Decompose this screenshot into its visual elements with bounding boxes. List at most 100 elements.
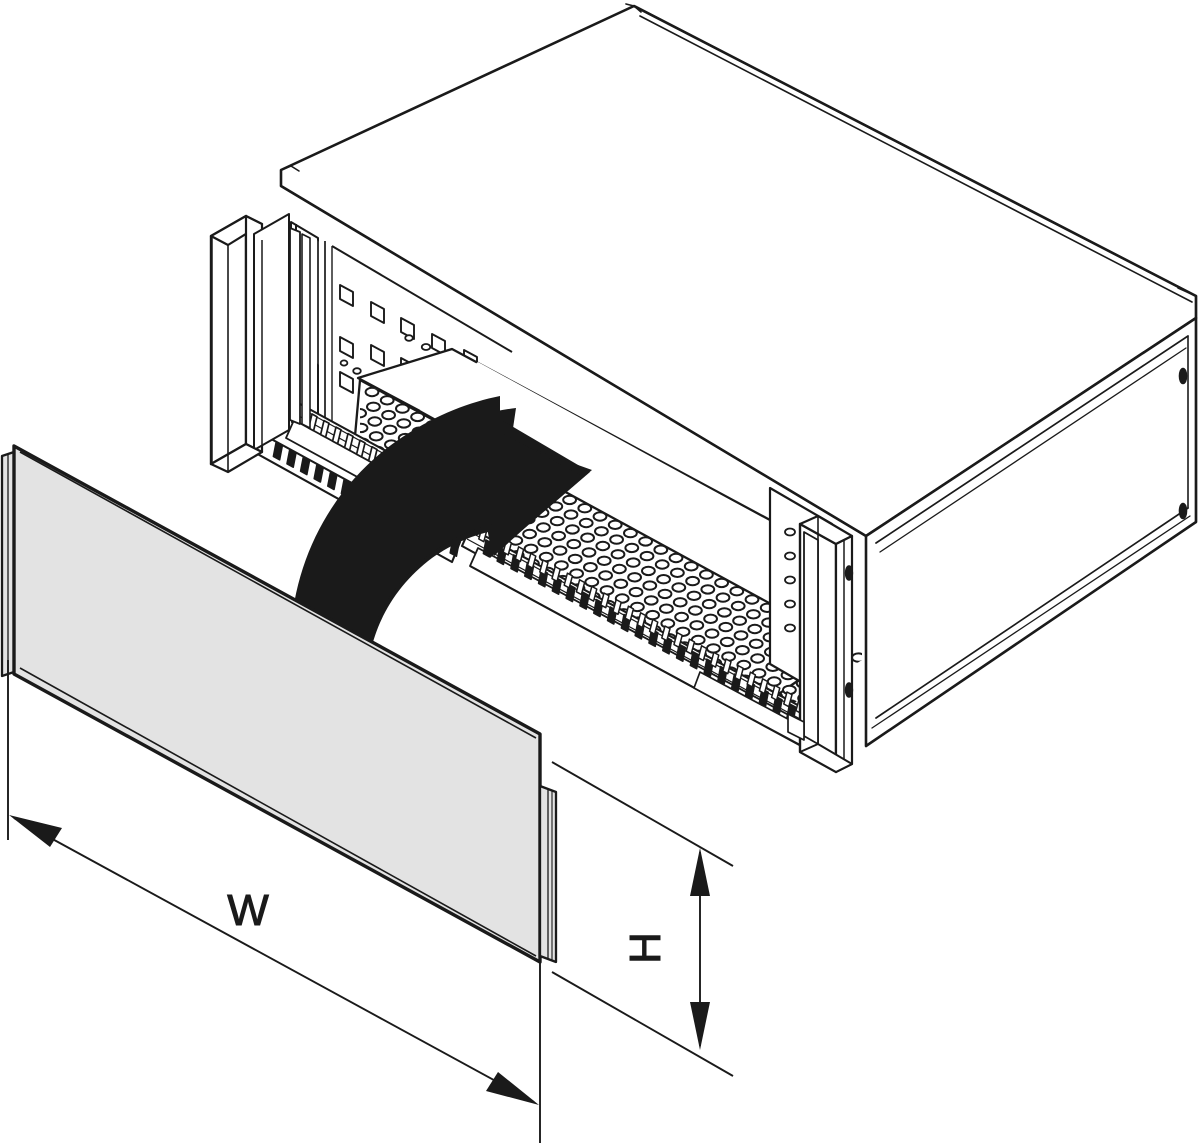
rail-slot — [689, 650, 701, 670]
perforation-hole — [360, 408, 368, 419]
perforation-hole — [594, 526, 609, 537]
rail-slot — [770, 684, 781, 701]
perforation-hole — [598, 570, 613, 581]
perforation-hole — [703, 613, 718, 624]
perforation-hole — [638, 536, 653, 547]
screw-hole — [1178, 367, 1188, 385]
perforation-hole — [578, 517, 594, 529]
perforation-hole — [581, 547, 597, 558]
perforation-hole — [747, 623, 763, 635]
arrowhead-top — [690, 848, 710, 896]
rail-slot — [331, 426, 342, 445]
rail-slot — [673, 631, 683, 649]
perforation-hole — [735, 645, 750, 656]
rail-slot — [579, 591, 590, 610]
perforation-hole — [660, 618, 676, 629]
rail-slot — [600, 592, 610, 609]
perforation-hole — [599, 585, 615, 596]
extension-line-top — [551, 761, 734, 867]
perforation-hole — [714, 577, 729, 589]
perforation-hole — [523, 543, 539, 554]
perforation-hole — [367, 416, 383, 427]
perforation-hole — [623, 527, 638, 539]
rail-slot — [772, 695, 783, 715]
perforation-hole — [653, 544, 669, 555]
square-mounting-holes — [339, 284, 478, 394]
perforation-hole — [706, 643, 721, 654]
perforation-hole — [685, 575, 700, 587]
screw-hole — [844, 565, 854, 581]
perforation-hole — [596, 555, 612, 566]
perforation-hole — [368, 431, 384, 442]
perforation-hole — [659, 603, 674, 614]
left-handle — [209, 213, 311, 474]
perforation-hole — [613, 578, 629, 589]
perforation-hole — [607, 519, 623, 530]
rail-slot — [299, 456, 311, 476]
rail-slot — [746, 671, 757, 688]
rail-slot — [697, 645, 708, 662]
rail-slot — [758, 688, 770, 707]
arrowhead-bottom — [690, 1002, 710, 1050]
rail-slot — [551, 576, 563, 596]
rail-slot — [551, 565, 561, 583]
dimension-label-height: H — [621, 932, 670, 964]
dimension-height: H — [551, 761, 734, 1077]
perforation-hole — [577, 503, 593, 514]
perforation-hole — [522, 528, 537, 540]
screw-hole — [844, 682, 854, 698]
rail-slot — [636, 612, 647, 629]
rail-slot — [783, 691, 793, 708]
perforation-hole — [730, 600, 746, 612]
rail-slot — [722, 658, 732, 675]
perforation-hole — [672, 597, 688, 608]
perforation-hole — [584, 576, 600, 588]
perforation-hole — [567, 553, 583, 565]
perforation-hole — [683, 561, 699, 572]
perforation-hole — [699, 569, 714, 580]
rail-slot — [272, 442, 284, 461]
perforation-hole — [721, 651, 736, 662]
perforation-hole — [689, 620, 705, 631]
perforation-hole — [627, 572, 642, 583]
rail-slot — [355, 439, 366, 458]
rail-slot — [286, 449, 297, 469]
perforation-hole — [657, 588, 673, 600]
chassis-body — [279, 3, 1198, 748]
perforation-hole — [624, 542, 640, 554]
dimension-line-width — [13, 817, 535, 1103]
rail-slot — [612, 598, 622, 616]
rail-slot — [661, 625, 671, 642]
rail-slot — [661, 636, 673, 655]
perforation-hole — [642, 580, 658, 591]
perforation-hole — [729, 586, 745, 597]
perforation-hole — [671, 582, 687, 593]
perforation-hole — [382, 424, 398, 435]
perforation-hole — [628, 586, 644, 598]
perforation-hole — [654, 559, 670, 570]
perforation-hole — [366, 401, 381, 412]
dimension-width: W — [7, 660, 541, 1143]
perforation-hole — [565, 524, 580, 535]
perforation-hole — [549, 515, 565, 527]
rail-slot — [709, 651, 720, 668]
perforation-hole — [704, 628, 720, 639]
perforation-hole — [569, 568, 584, 579]
perforation-hole — [674, 611, 689, 623]
rail-slot — [624, 605, 635, 622]
perforation-hole — [686, 590, 702, 601]
perforation-hole — [732, 615, 747, 626]
perforation-hole — [656, 574, 671, 585]
perforation-hole — [592, 511, 608, 522]
perforation-hole — [580, 532, 595, 543]
perforation-hole — [645, 609, 660, 621]
screw-hole — [1178, 502, 1188, 520]
perforation-hole — [595, 540, 611, 552]
chassis-right-side-panel — [864, 316, 1198, 748]
perforation-hole — [536, 522, 551, 533]
perforation-hole — [688, 605, 703, 616]
rail-slot — [563, 572, 574, 589]
perforation-hole — [641, 565, 656, 577]
rail-slot — [675, 643, 687, 663]
